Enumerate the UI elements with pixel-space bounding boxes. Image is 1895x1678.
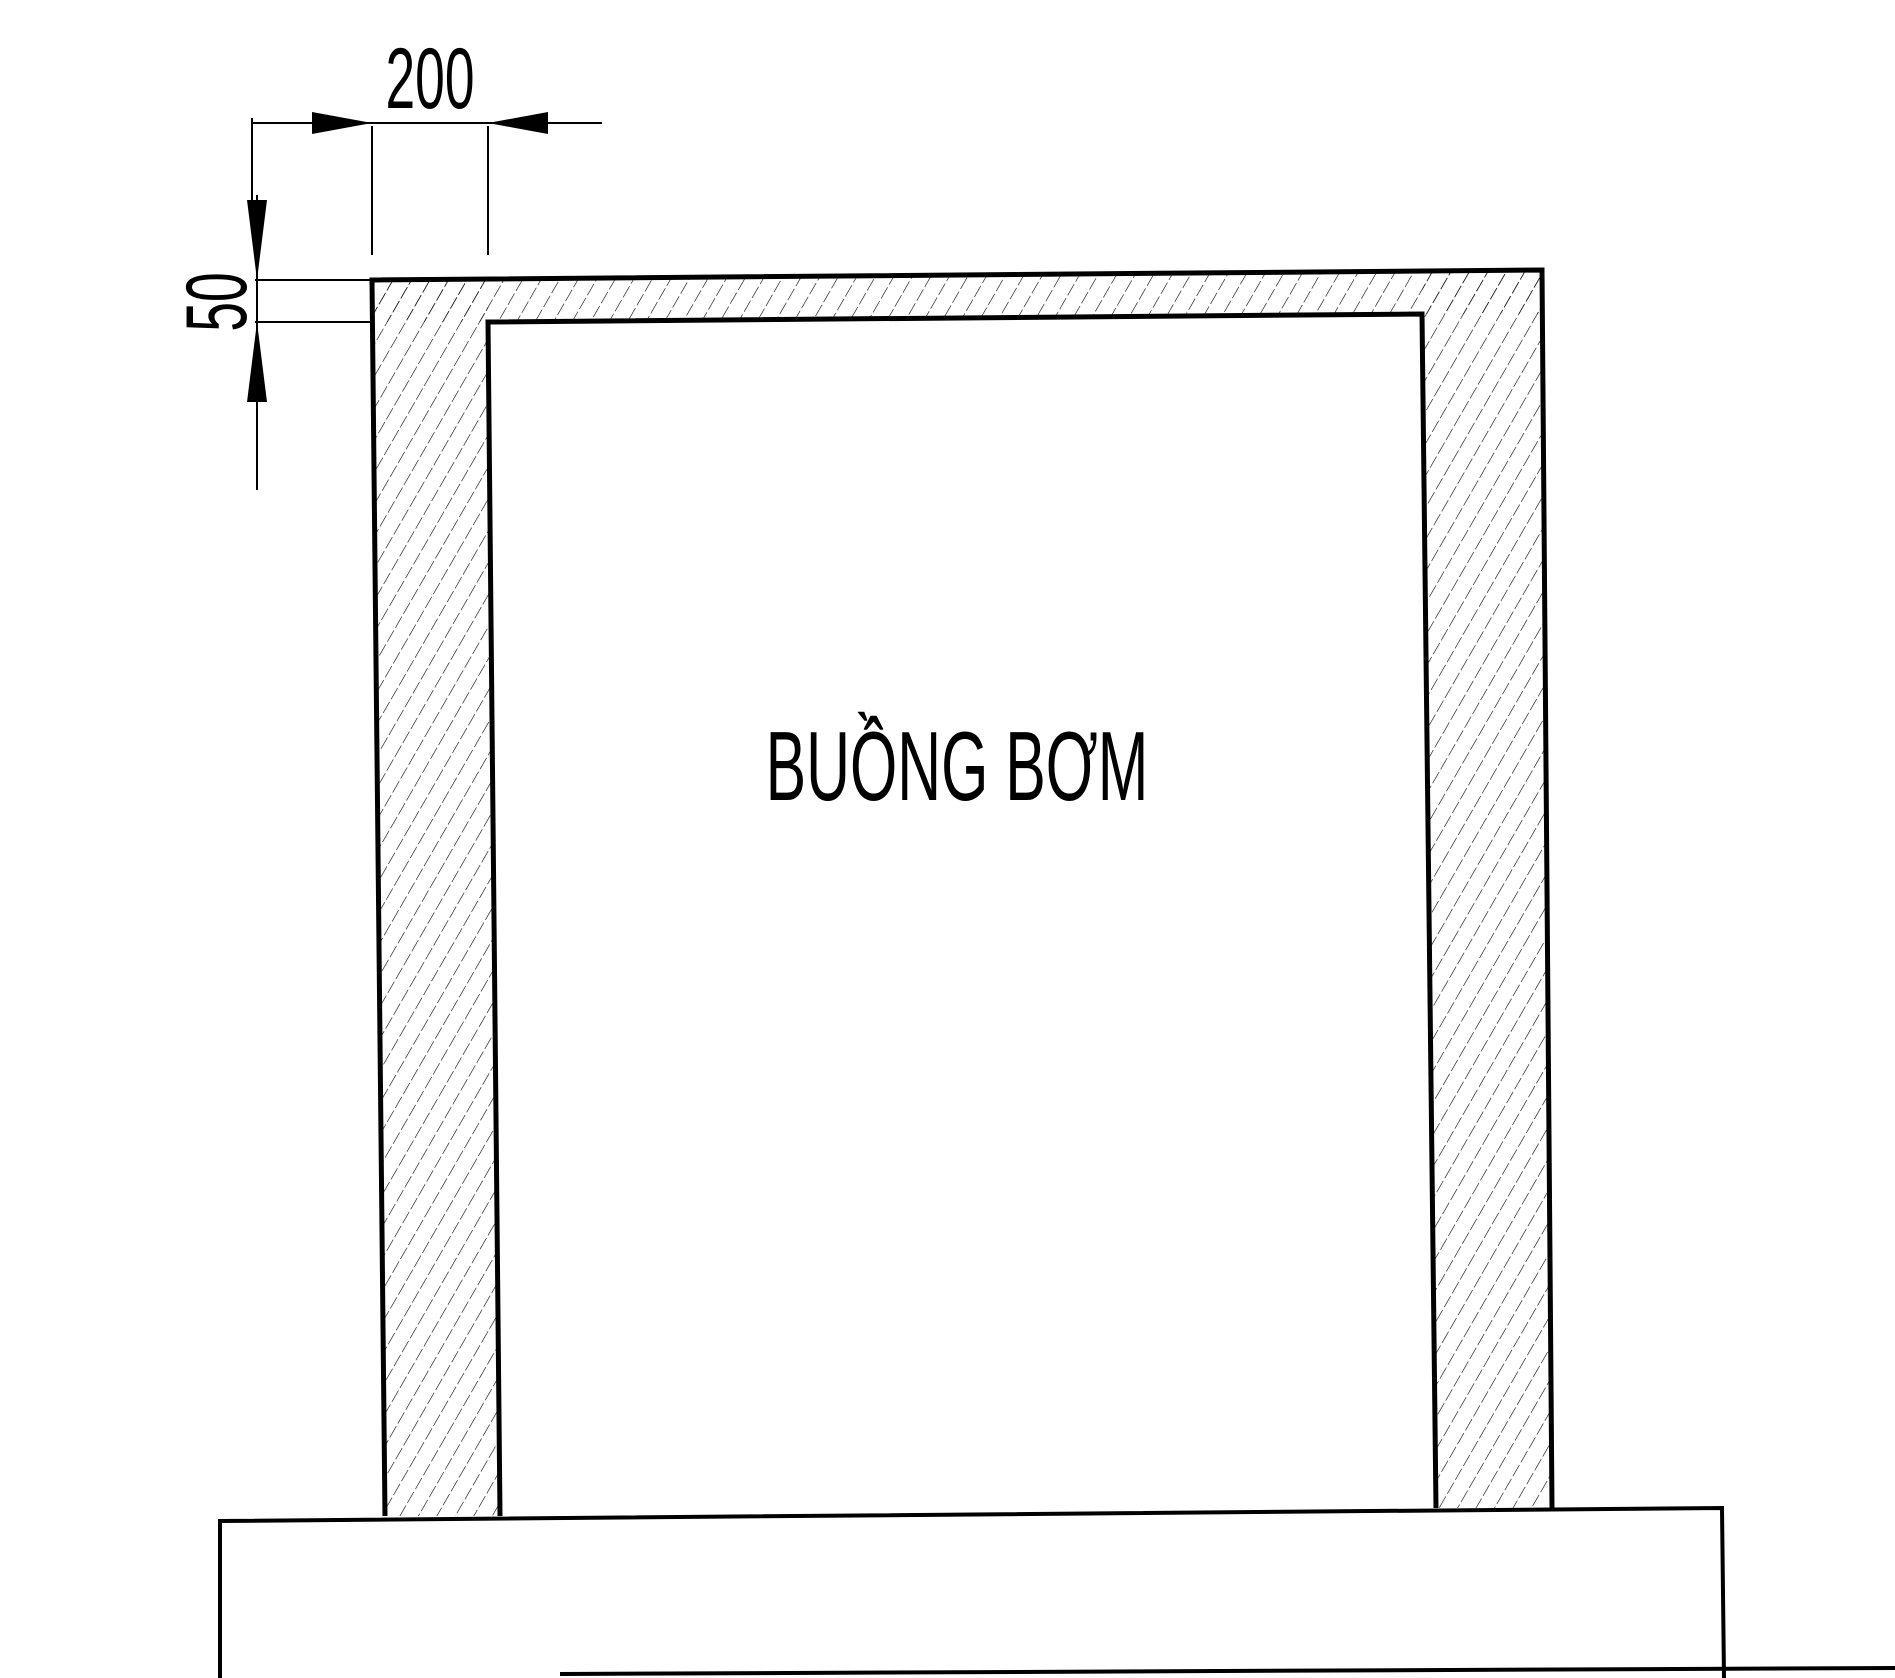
arrowhead-left xyxy=(312,112,372,134)
enclosure-inner-outline xyxy=(485,311,1439,1517)
foundation-block xyxy=(218,1505,1726,1678)
enclosure-outer-outline xyxy=(369,267,1555,1517)
arrowhead-bottom xyxy=(247,322,267,402)
slab-thickness-dimension xyxy=(247,195,372,490)
right-wall-hatch xyxy=(1422,270,1552,1508)
roof-slab-hatch xyxy=(372,270,1542,322)
wall-thickness-dimension xyxy=(251,112,602,255)
ground-line xyxy=(559,1666,1895,1676)
left-wall-hatch xyxy=(372,280,500,1516)
wall-thickness-label: 200 xyxy=(386,31,475,127)
slab-thickness-label: 50 xyxy=(169,272,265,331)
room-label: BUỒNG BƠM xyxy=(766,712,1149,821)
arrowhead-right xyxy=(488,112,548,134)
arrowhead-top xyxy=(247,200,267,280)
